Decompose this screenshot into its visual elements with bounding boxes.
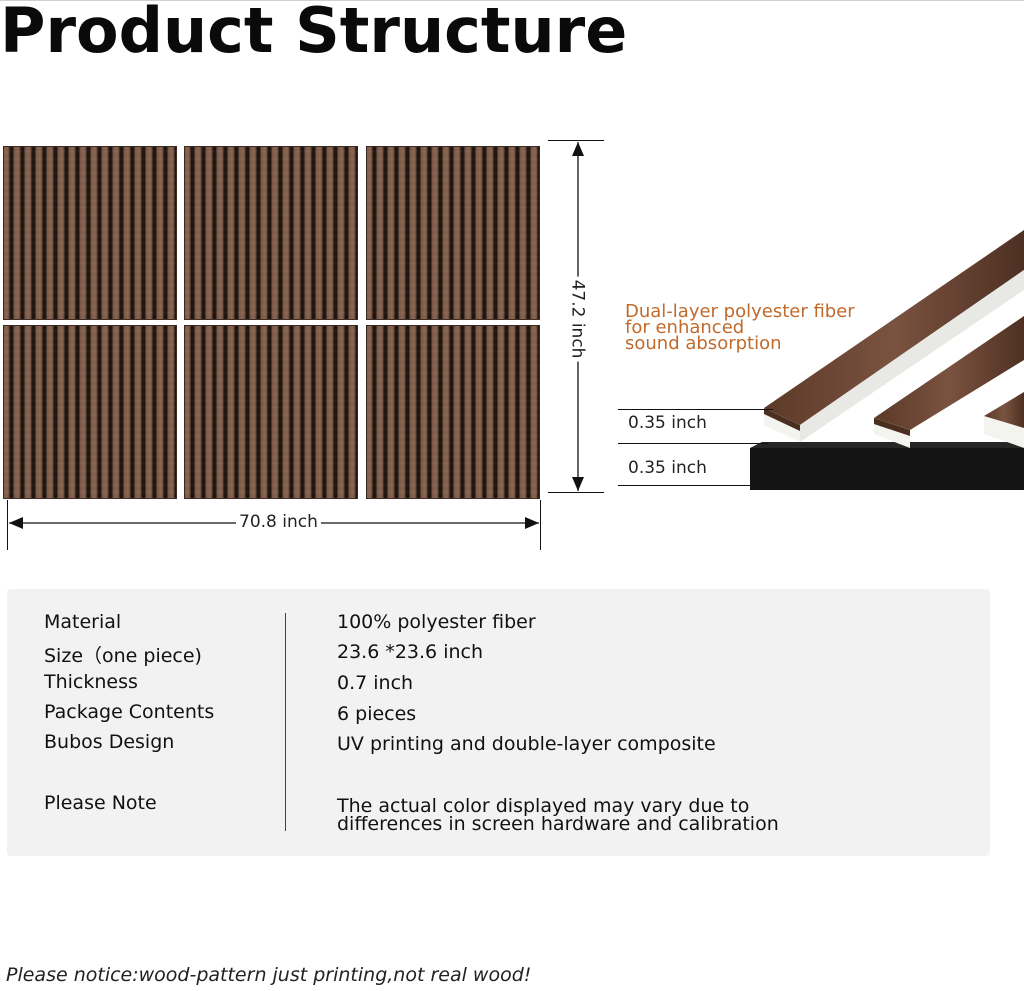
bottom-layer-thickness: 0.35 inch: [628, 458, 707, 478]
page-title: Product Structure: [0, 0, 628, 67]
panel-3: [366, 146, 540, 320]
panel-2: [184, 146, 358, 320]
panel-6: [366, 325, 540, 499]
slat-cross-section: [750, 230, 1024, 490]
note-label: Please Note: [44, 792, 157, 814]
spec-value-size: 23.6 *23.6 inch: [337, 641, 483, 663]
footer-notice: Please notice:wood-pattern just printing…: [6, 964, 532, 986]
spec-table: [7, 589, 990, 856]
panel-4: [3, 325, 177, 499]
bottom-layer-guide: [618, 485, 758, 486]
top-rule: [0, 0, 1024, 1]
panel-1: [3, 146, 177, 320]
width-label: 70.8 inch: [236, 512, 321, 532]
top-layer-thickness: 0.35 inch: [628, 413, 707, 433]
spec-value-design: UV printing and double-layer composite: [337, 733, 716, 755]
spec-label-material: Material: [44, 611, 122, 633]
spec-divider: [285, 613, 286, 831]
spec-label-thickness: Thickness: [44, 671, 138, 693]
spec-label-package: Package Contents: [44, 701, 215, 723]
note-value: The actual color displayed may vary due …: [337, 795, 779, 835]
spec-value-package: 6 pieces: [337, 703, 417, 725]
spec-label-design: Bubos Design: [44, 731, 175, 753]
spec-value-material: 100% polyester fiber: [337, 611, 536, 633]
middle-layer-guide: [618, 443, 768, 444]
spec-label-size: Size（one piece): [44, 645, 202, 667]
panel-5: [184, 325, 358, 499]
layer-annotation: Dual-layer polyester fiber for enhanced …: [625, 301, 855, 354]
top-layer-guide: [618, 409, 773, 410]
spec-value-thickness: 0.7 inch: [337, 672, 414, 694]
height-label: 47.2 inch: [567, 276, 588, 362]
